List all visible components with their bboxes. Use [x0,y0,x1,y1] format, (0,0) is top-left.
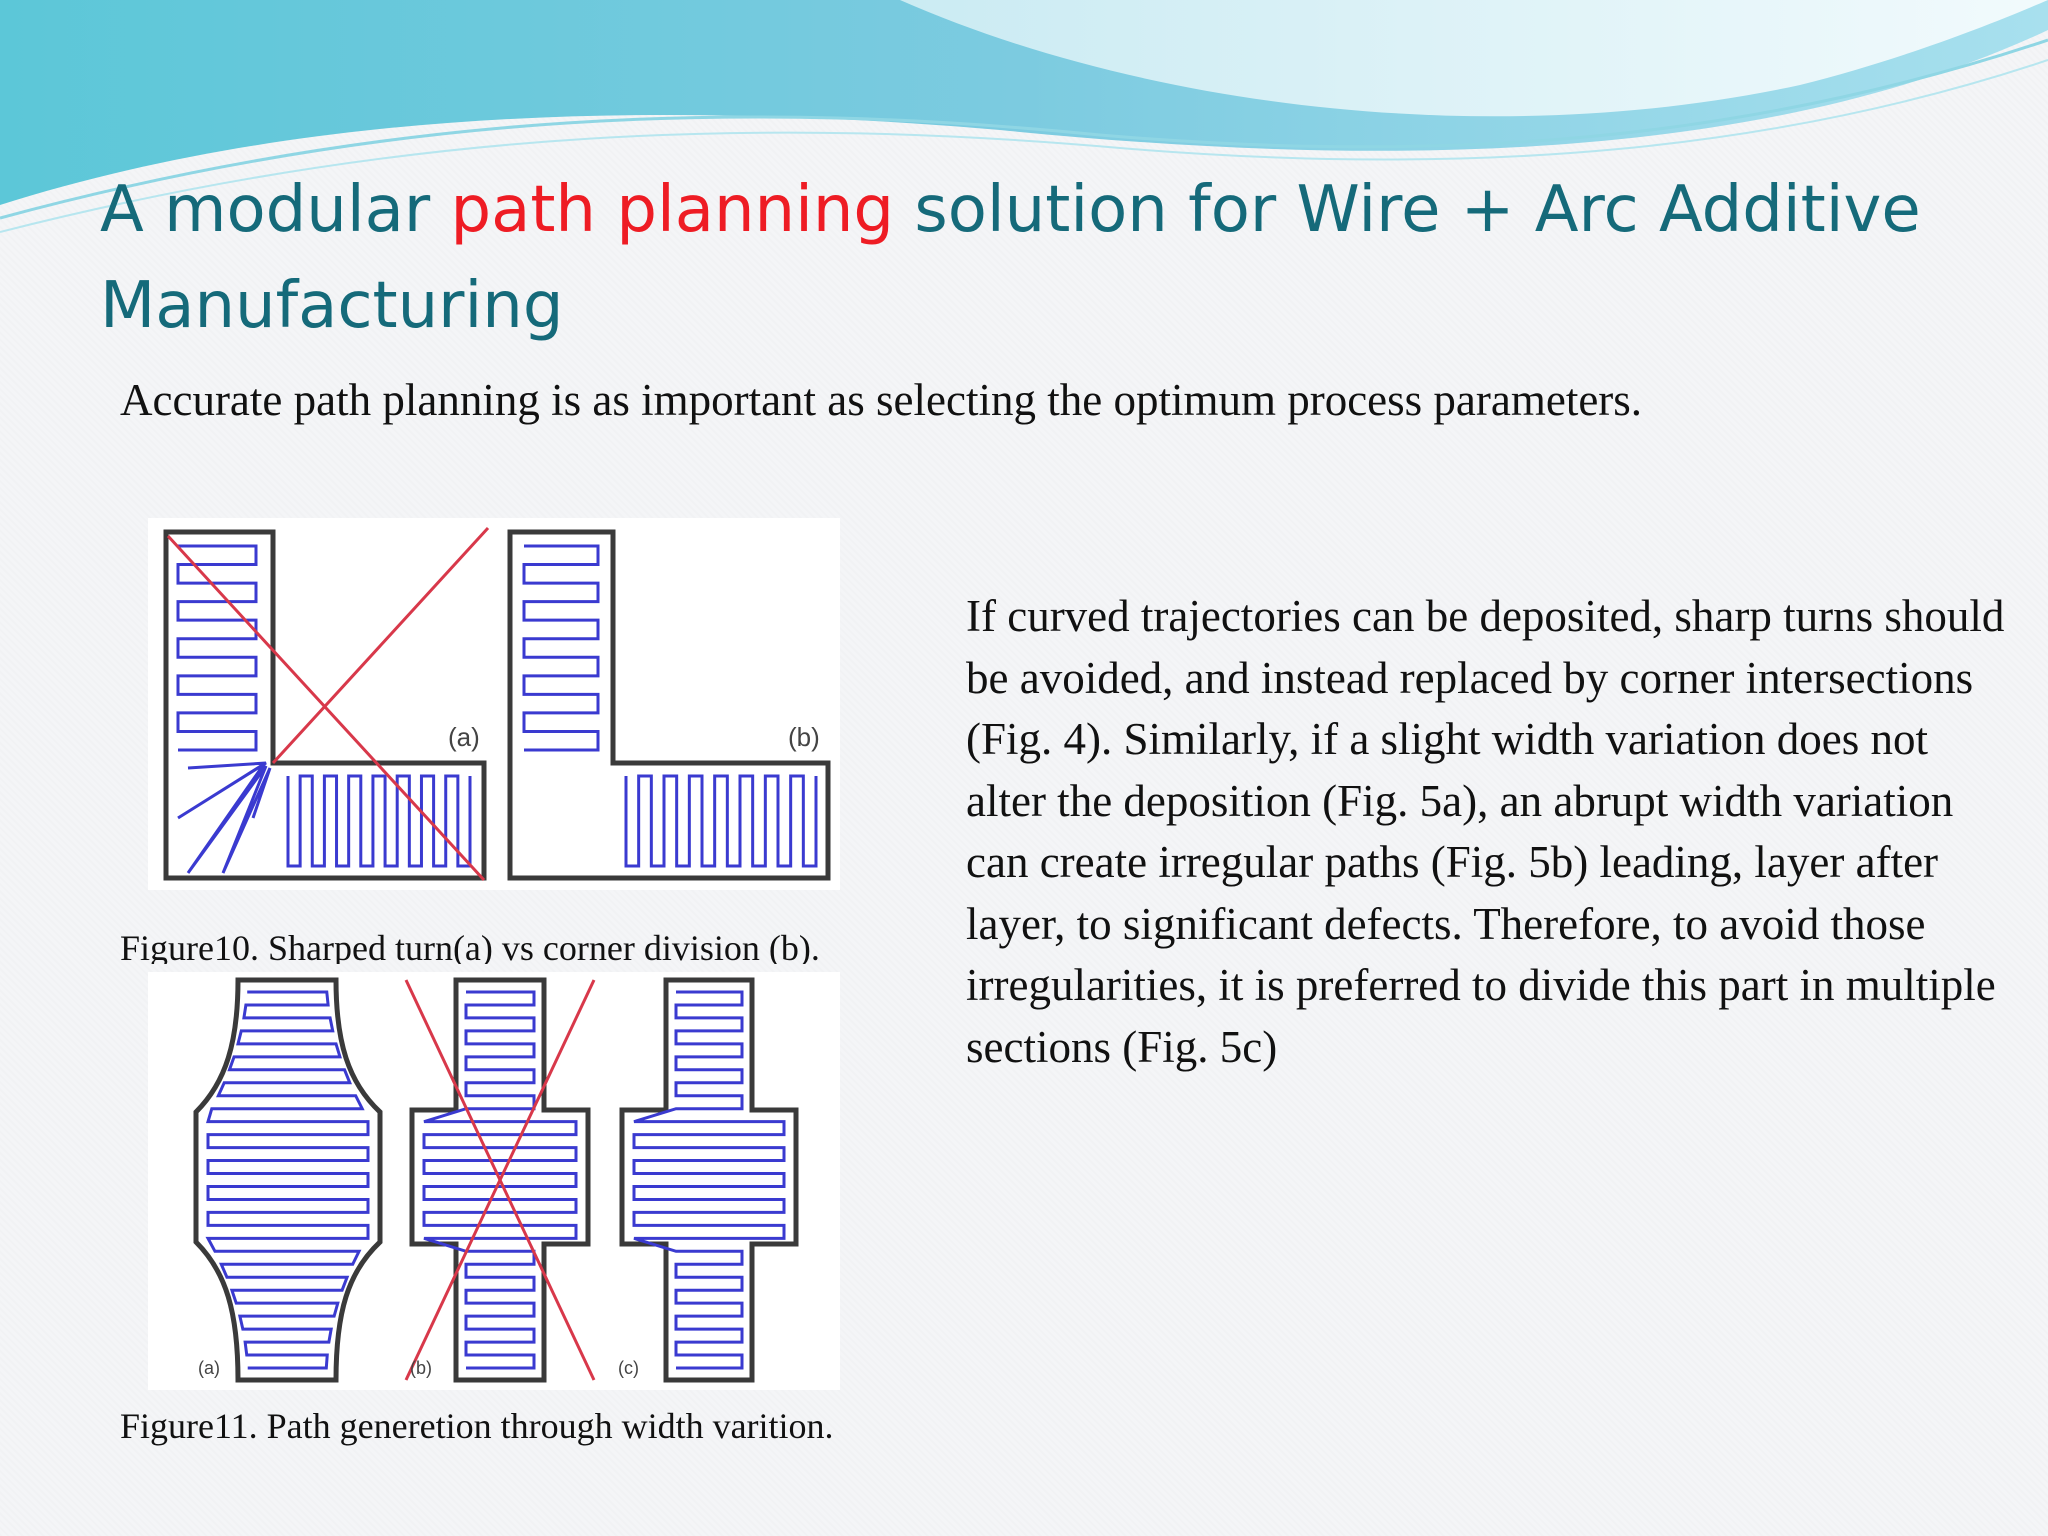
figure10-panel-b: (b) [507,529,831,881]
cross-line-a2 [271,526,490,765]
title-highlight: path planning [450,173,895,247]
outline-a [163,529,487,881]
outline-b [409,977,591,1383]
serpentine-c [632,990,786,1370]
outline-a [193,977,383,1383]
vertical-serpentine-a [176,544,258,752]
outline-b [507,529,831,881]
title-part-2: solution for Wire + Arc Additive Manufac… [100,173,1921,343]
intro-text: Accurate path planning is as important a… [120,375,1643,425]
fig10-label-a: (a) [448,722,480,752]
cross-line-b2 [404,979,596,1381]
figure10-panel-a: (a) [163,526,490,882]
corner-fan-a [177,761,272,874]
fig10-label-b: (b) [788,722,820,752]
slide-title: A modular path planning solution for Wir… [100,162,2000,354]
serpentine-a [205,990,370,1370]
fig11-label-c: (c) [618,1358,639,1378]
horizontal-serpentine-a [286,774,472,868]
outline-c [619,977,799,1383]
title-part-1: A modular [100,173,451,247]
figure10-image: (a) (b) [148,518,840,890]
figure10-caption: Figure10. Sharped turn(a) vs corner divi… [120,928,820,964]
horizontal-serpentine-b [624,774,818,868]
header-wave-decoration [0,0,2048,233]
serpentine-b [422,990,578,1370]
fig11-label-a: (a) [198,1358,220,1378]
figure11-panel-c: (c) [618,977,799,1383]
cross-line-a1 [166,534,486,882]
body-paragraph: If curved trajectories can be deposited,… [966,591,2005,1072]
fig11-label-b: (b) [410,1358,432,1378]
vertical-serpentine-b [522,544,600,752]
figure11-panel-a: (a) [193,977,383,1383]
figure11-caption: Figure11. Path generetion through width … [120,1406,834,1446]
figure11-image: (a) (b) (c) [148,972,840,1390]
figure11-panel-b: (b) [404,977,596,1383]
